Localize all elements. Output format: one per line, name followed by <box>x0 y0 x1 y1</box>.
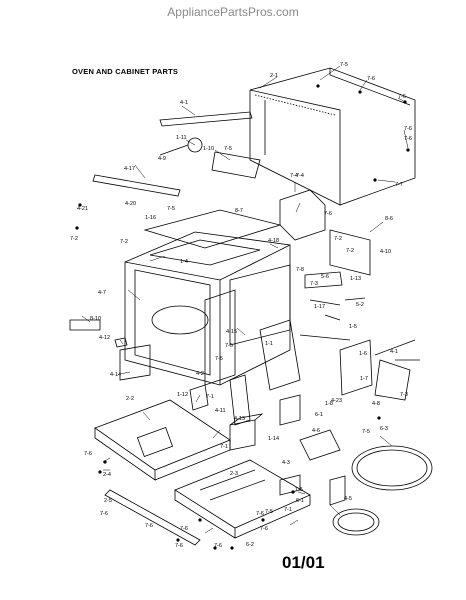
part-callout-7-6: 7-6 <box>145 523 153 529</box>
page-number: 01/01 <box>282 553 325 572</box>
part-callout-1-7: 1-7 <box>360 376 368 382</box>
part-callout-1-17: 1-17 <box>314 304 325 310</box>
part-callout-4-20: 4-20 <box>125 201 136 207</box>
part-callout-4-10: 4-10 <box>380 249 391 255</box>
part-callout-2-4: 2-4 <box>103 472 111 478</box>
part-callout-4-21: 4-21 <box>77 206 88 212</box>
part-callout-2-3: 2-3 <box>230 471 238 477</box>
part-callout-6-3: 6-3 <box>380 426 388 432</box>
part-callout-7-6: 7-6 <box>180 526 188 532</box>
part-callout-7-5: 7-5 <box>224 146 232 152</box>
part-callout-7-6: 7-6 <box>398 94 406 100</box>
part-callout-2-1: 2-1 <box>270 73 278 79</box>
part-callout-4-11: 4-11 <box>215 408 226 414</box>
part-callout-4-12: 4-12 <box>99 335 110 341</box>
part-callout-6-1: 6-1 <box>315 412 323 418</box>
part-callout-7-5: 7-5 <box>215 356 223 362</box>
diagram-linework <box>69 67 433 546</box>
part-callout-7-6: 7-6 <box>404 126 412 132</box>
part-callout-8-10: 8-10 <box>90 316 101 322</box>
part-callout-4-2: 4-2 <box>196 371 204 377</box>
part-callout-1-4: 1-4 <box>180 259 188 265</box>
part-callout-7-5: 7-5 <box>167 206 175 212</box>
part-callout-7-4: 7-4 <box>290 173 298 179</box>
part-callout-8-7: 8-7 <box>235 208 243 214</box>
part-callout-7-7: 7-7 <box>395 182 403 188</box>
part-callout-7-2: 7-2 <box>120 239 128 245</box>
part-callout-1-5: 1-5 <box>295 487 303 493</box>
part-callout-4-7: 4-7 <box>98 290 106 296</box>
part-callout-1-12: 1-12 <box>177 392 188 398</box>
leader-lines <box>81 65 409 534</box>
part-callout-7-3: 7-3 <box>310 281 318 287</box>
part-callout-7-2: 7-2 <box>346 248 354 254</box>
part-callout-4-23: 4-23 <box>331 398 342 404</box>
part-callout-7-1: 7-1 <box>206 394 214 400</box>
part-callout-4-1: 4-1 <box>390 349 398 355</box>
part-callout-1-6: 1-6 <box>359 351 367 357</box>
part-callout-4-18: 4-18 <box>268 238 279 244</box>
part-callout-4-5: 4-5 <box>344 496 352 502</box>
part-callout-2-5: 2-5 <box>104 498 112 504</box>
part-callout-6-1: 6-1 <box>296 498 304 504</box>
part-callout-7-6: 7-6 <box>214 543 222 549</box>
part-callout-5-6: 5-6 <box>321 274 329 280</box>
part-callout-7-6: 7-6 <box>260 526 268 532</box>
part-callout-7-6: 7-6 <box>367 76 375 82</box>
part-callout-7-2: 7-2 <box>334 236 342 242</box>
part-callout-1-5: 1-5 <box>349 324 357 330</box>
part-callout-7-6: 7-6 <box>84 451 92 457</box>
part-callout-4-1: 4-1 <box>180 100 188 106</box>
part-callout-7-4: 7-4 <box>296 173 304 179</box>
part-callout-1-11: 1-11 <box>176 135 187 141</box>
part-callout-6-2: 6-2 <box>246 542 254 548</box>
part-callout-7-6: 7-6 <box>324 211 332 217</box>
watermark: AppliancePartsPros.com <box>167 5 299 19</box>
part-callout-4-9: 4-9 <box>158 156 166 162</box>
part-callout-7-5: 7-5 <box>225 343 233 349</box>
part-callout-7-6: 7-6 <box>175 543 183 549</box>
part-callout-1-14: 1-14 <box>268 436 279 442</box>
part-callout-7-6: 7-6 <box>256 511 264 517</box>
part-callout-1-13: 1-13 <box>350 276 361 282</box>
part-callout-1-10: 1-10 <box>203 146 214 152</box>
diagram-title: OVEN AND CABINET PARTS <box>72 67 179 76</box>
part-callout-7-1: 7-1 <box>220 444 228 450</box>
part-callout-7-3: 7-3 <box>400 392 408 398</box>
part-callout-4-6: 4-6 <box>312 428 320 434</box>
part-callout-4-14: 4-14 <box>110 372 121 378</box>
part-callout-7-6: 7-6 <box>100 511 108 517</box>
part-callout-4-15: 4-15 <box>226 329 237 335</box>
part-callout-8-6: 8-6 <box>385 216 393 222</box>
part-callout-1-16: 1-16 <box>145 215 156 221</box>
part-callout-2-2: 2-2 <box>126 396 134 402</box>
part-callout-7-1: 7-1 <box>284 507 292 513</box>
part-callout-7-5: 7-5 <box>265 509 273 515</box>
part-callout-4-17: 4-17 <box>124 166 135 172</box>
part-callout-1-1: 1-1 <box>265 341 273 347</box>
part-callout-7-8: 7-8 <box>296 267 304 273</box>
part-callout-7-6: 7-6 <box>404 136 412 142</box>
part-callout-4-8: 4-8 <box>372 401 380 407</box>
part-callout-5-2: 5-2 <box>356 302 364 308</box>
part-callout-7-5: 7-5 <box>340 62 348 68</box>
part-callout-7-2: 7-2 <box>70 236 78 242</box>
part-callout-4-3: 4-3 <box>282 460 290 466</box>
callout-labels: 2-17-57-67-67-67-67-74-11-111-104-97-54-… <box>70 62 412 549</box>
screw-markers <box>75 84 410 550</box>
part-callout-4-13: 4-13 <box>234 416 245 422</box>
part-callout-7-5: 7-5 <box>362 429 370 435</box>
part-callout-1-8: 1-8 <box>325 401 333 407</box>
